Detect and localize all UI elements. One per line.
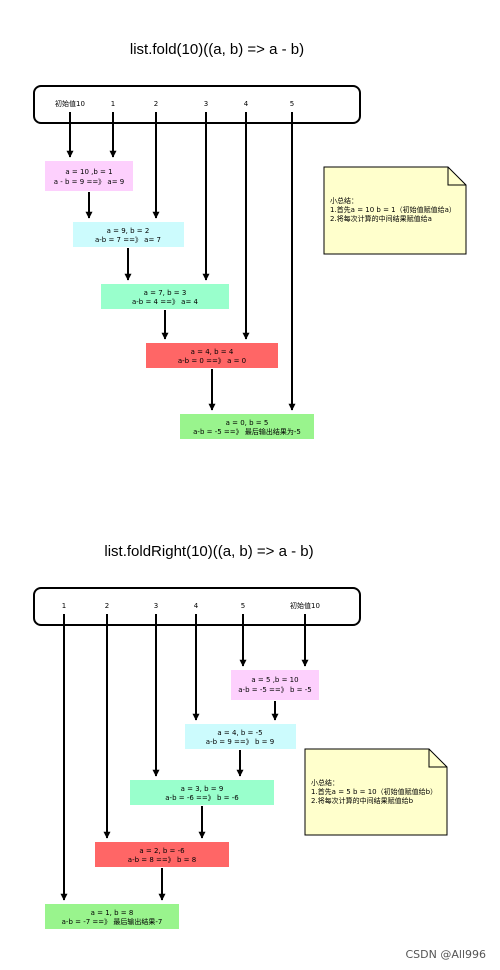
foldright-step-1-line-1: a = 5 ,b = 10: [251, 676, 298, 684]
fold-step-5-line-2: a-b = -5 ==》 最后输出结果为-5: [193, 427, 301, 436]
fold-step-1-line-2: a - b = 9 ==》 a= 9: [54, 178, 125, 186]
fold-input-4: 4: [244, 100, 249, 108]
foldright-step-1-line-2: a-b = -5 ==》 b = -5: [238, 686, 311, 694]
fold-step-3-line-2: a-b = 4 ==》 a= 4: [132, 298, 199, 306]
foldright-note-fold-corner: [428, 749, 447, 768]
foldright-step-2-line-2: a-b = 9 ==》 b = 9: [206, 738, 274, 746]
foldright-step-5-line-1: a = 1, b = 8: [91, 909, 134, 917]
fold-step-2-line-2: a-b = 7 ==》 a= 7: [95, 236, 161, 244]
fold-step-box-3: [101, 284, 229, 309]
watermark: CSDN @All996: [406, 948, 487, 961]
foldright-arrows: [60, 614, 309, 901]
fold-step-box-4: [146, 343, 278, 368]
foldright-diagram: list.foldRight(10)((a, b) => a - b) 1 2 …: [33, 543, 448, 929]
foldright-input-2: 2: [105, 602, 109, 610]
foldright-input-1: 1: [62, 602, 66, 610]
fold-input-list: [33, 85, 361, 124]
foldright-note: [304, 748, 448, 836]
fold-input-3: 3: [204, 100, 208, 108]
fold-step-5-line-1: a = 0, b = 5: [226, 419, 269, 427]
foldright-note-line-2: 1.首先a = 5 b = 10（初始值赋值给b）: [311, 787, 437, 796]
fold-step-1-line-1: a = 10 ,b = 1: [65, 168, 112, 176]
fold-title: list.fold(10)((a, b) => a - b): [130, 41, 304, 58]
fold-step-4-line-2: a-b = 0 ==》 a = 0: [178, 357, 246, 365]
foldright-input-3: 3: [154, 602, 158, 610]
fold-step-3-line-1: a = 7, b = 3: [144, 289, 187, 297]
foldright-step-4-line-1: a = 2, b = -6: [139, 847, 185, 855]
foldright-note-line-3: 2.将每次计算的中间结果赋值给b: [311, 796, 414, 805]
fold-diagram: list.fold(10)((a, b) => a - b) 初始值10 1 2…: [33, 41, 467, 439]
foldright-step-3-line-1: a = 3, b = 9: [181, 785, 224, 793]
fold-note-fold-corner: [447, 167, 466, 186]
foldright-input-initial: 初始值10: [290, 601, 320, 610]
foldright-note-line-1: 小总结：: [311, 778, 339, 787]
fold-note-line-1: 小总结：: [330, 196, 358, 205]
foldright-step-box-2: [185, 724, 296, 749]
fold-step-box-5: [180, 414, 314, 439]
fold-arrows: [66, 112, 296, 411]
foldright-step-3-line-2: a-b = -6 ==》 b = -6: [165, 794, 239, 802]
foldright-input-5: 5: [241, 602, 245, 610]
foldright-step-box-4: [95, 842, 229, 867]
foldright-step-box-1: [231, 670, 319, 700]
fold-step-2-line-1: a = 9, b = 2: [107, 227, 150, 235]
foldright-step-2-line-1: a = 4, b = -5: [217, 729, 262, 737]
fold-input-1: 1: [111, 100, 115, 108]
fold-step-4-line-1: a = 4, b = 4: [191, 348, 234, 356]
fold-step-box-1: [45, 161, 133, 191]
fold-input-initial: 初始值10: [55, 99, 85, 108]
foldright-step-5-line-2: a-b = -7 ==》 最后输出结果-7: [62, 917, 163, 926]
foldright-step-box-5: [45, 904, 179, 929]
fold-input-2: 2: [154, 100, 158, 108]
fold-input-5: 5: [290, 100, 294, 108]
foldright-input-4: 4: [194, 602, 199, 610]
fold-note-line-3: 2.将每次计算的中间结果赋值给a: [330, 214, 432, 223]
fold-note-line-2: 1.首先a = 10 b = 1（初始值赋值给a）: [330, 205, 456, 214]
foldright-title: list.foldRight(10)((a, b) => a - b): [104, 543, 313, 560]
foldright-step-4-line-2: a-b = 8 ==》 b = 8: [128, 856, 196, 864]
fold-step-box-2: [73, 222, 184, 247]
foldright-step-box-3: [130, 780, 274, 805]
fold-note: [323, 166, 467, 255]
